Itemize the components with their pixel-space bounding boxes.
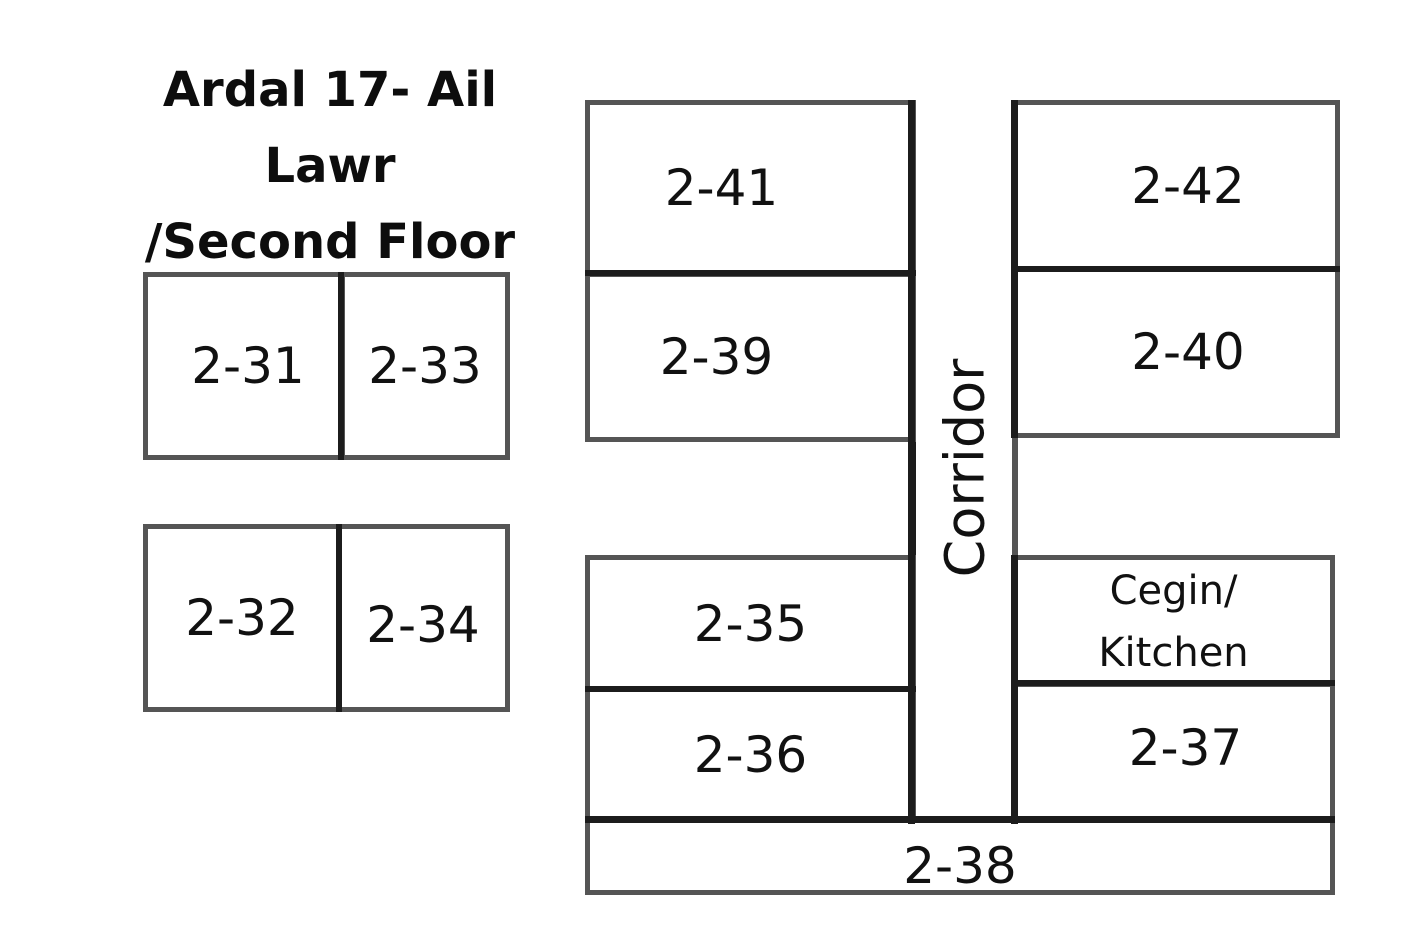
room-2-33[interactable]: 2-33 <box>340 272 510 460</box>
room-2-35-label: 2-35 <box>693 594 808 653</box>
room-2-37[interactable]: 2-37 <box>1012 682 1335 824</box>
room-2-37-label: 2-37 <box>1128 719 1243 777</box>
floor-title: Ardal 17- Ail Lawr /Second Floor <box>120 52 540 280</box>
wall-divider-2-41-2-39 <box>585 270 916 276</box>
room-2-39[interactable]: 2-39 <box>585 272 916 442</box>
wall-divider-2-31-2-33 <box>338 272 344 460</box>
room-2-36[interactable]: 2-36 <box>585 686 916 824</box>
corridor-wall-west <box>908 100 915 824</box>
room-2-40-label: 2-40 <box>1131 323 1245 381</box>
room-2-35[interactable]: 2-35 <box>585 555 916 692</box>
room-2-42-label: 2-42 <box>1131 157 1245 215</box>
kitchen-label-line-1: Cegin/ <box>1109 567 1238 614</box>
wall-divider-2-38-top <box>585 816 1335 823</box>
room-2-41-label: 2-41 <box>664 159 779 217</box>
room-2-31[interactable]: 2-31 <box>143 272 345 460</box>
room-2-31-label: 2-31 <box>191 337 305 395</box>
room-2-32-label: 2-32 <box>185 589 299 647</box>
room-2-34-label: 2-34 <box>366 596 480 654</box>
wall-divider-2-32-2-34 <box>336 524 342 712</box>
wall-divider-2-42-2-40 <box>1012 266 1340 272</box>
room-2-41[interactable]: 2-41 <box>585 100 916 276</box>
room-2-40[interactable]: 2-40 <box>1012 266 1340 438</box>
corridor-wall-east-lower <box>1011 555 1018 824</box>
room-2-42[interactable]: 2-42 <box>1012 100 1340 272</box>
room-2-38-label: 2-38 <box>903 836 1017 895</box>
title-line-2: Lawr <box>264 138 396 194</box>
wall-divider-kitchen-2-37 <box>1012 680 1335 686</box>
wall-divider-2-35-2-36 <box>585 686 916 692</box>
room-2-39-label: 2-39 <box>659 328 774 386</box>
room-2-38[interactable]: 2-38 <box>585 818 1335 895</box>
corridor-label: Corridor <box>933 358 997 578</box>
title-line-1: Ardal 17- Ail <box>162 62 498 118</box>
room-2-34[interactable]: 2-34 <box>336 524 510 712</box>
room-2-33-label: 2-33 <box>368 337 482 395</box>
room-2-36-label: 2-36 <box>693 726 808 784</box>
title-line-3: /Second Floor <box>144 214 516 270</box>
corridor-wall-east-upper <box>1011 100 1018 438</box>
kitchen-label-line-2: Kitchen <box>1098 629 1249 676</box>
room-2-32[interactable]: 2-32 <box>143 524 341 712</box>
room-kitchen[interactable]: Cegin/ Kitchen <box>1012 555 1335 688</box>
